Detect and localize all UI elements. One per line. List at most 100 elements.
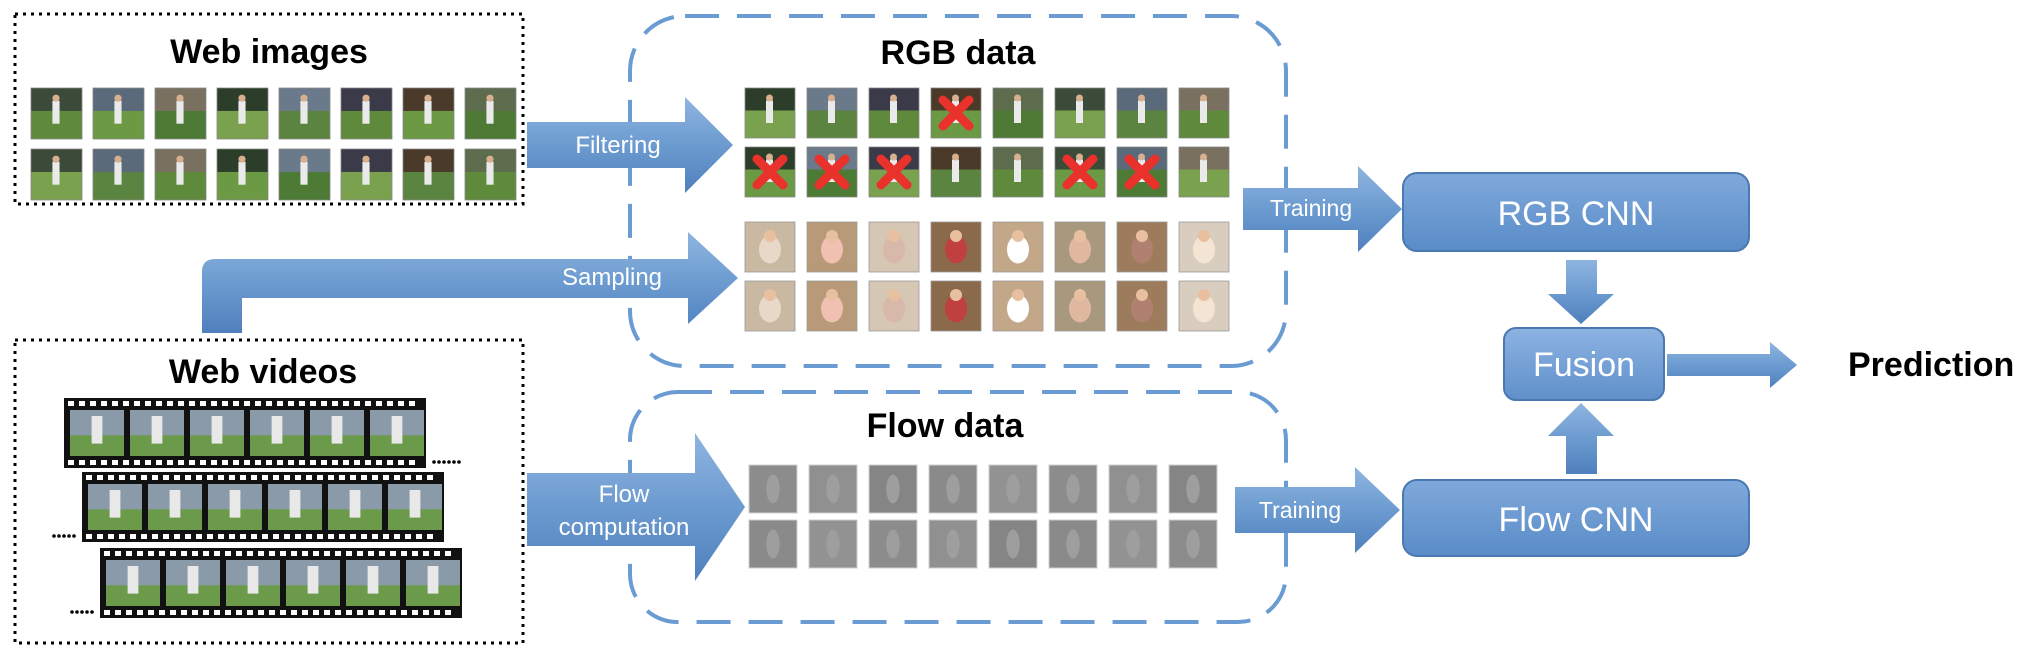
video-frame-thumbnail: [1116, 280, 1168, 332]
web-image-thumbnail: [278, 148, 331, 201]
web-image-thumbnail: [464, 148, 517, 201]
rgb-image-thumbnail: [992, 87, 1044, 139]
rgb-image-thumbnail: [992, 146, 1044, 198]
reject-x-icon: [876, 154, 912, 190]
flow-image-tile: [988, 464, 1038, 514]
rgb-to-fusion-arrow: [1548, 260, 1614, 324]
video-frame-thumbnail: [1178, 221, 1230, 273]
flow-image-tile: [748, 464, 798, 514]
rejected-image-marks: [752, 95, 1160, 190]
flow-image-tile: [1048, 464, 1098, 514]
web-image-thumbnail: [340, 87, 393, 140]
flow-image-tile: [928, 519, 978, 569]
flow-image-tile: [808, 464, 858, 514]
flow-image-tile: [868, 464, 918, 514]
sampling-arrow: Sampling: [202, 232, 738, 333]
video-frame-thumbnail: [744, 221, 796, 273]
video-frame-thumbnail: [930, 280, 982, 332]
rgb-data-title: RGB data: [881, 34, 1037, 72]
flow-computation-arrow: Flow computation: [527, 433, 745, 581]
fusion-label: Fusion: [1533, 346, 1635, 384]
rgb-image-thumbnail: [806, 87, 858, 139]
training-flow-label: Training: [1259, 497, 1341, 523]
video-frame-thumbnail: [1116, 221, 1168, 273]
video-frame-thumbnail: [744, 280, 796, 332]
prediction-label: Prediction: [1848, 346, 2014, 384]
flow-image-tile: [1168, 464, 1218, 514]
video-frame-thumbnail: [992, 280, 1044, 332]
rgb-image-thumbnail: [744, 87, 796, 139]
web-image-thumbnail: [216, 87, 269, 140]
web-image-thumbnail: [216, 148, 269, 201]
flow-image-tile: [1168, 519, 1218, 569]
flow-image-tile: [1048, 519, 1098, 569]
flow-to-fusion-arrow: [1548, 403, 1614, 474]
rgb-image-thumbnail: [868, 87, 920, 139]
prediction-arrow: [1667, 342, 1797, 388]
flow-image-tile: [868, 519, 918, 569]
reject-x-icon: [1062, 154, 1098, 190]
filtering-label: Filtering: [575, 132, 660, 159]
video-film-strips: [52, 398, 462, 618]
web-image-thumbnail: [464, 87, 517, 140]
web-image-thumbnail: [30, 87, 83, 140]
rgb-image-thumbnail: [1178, 146, 1230, 198]
web-image-thumbnail: [402, 87, 455, 140]
rgb-cnn-label: RGB CNN: [1498, 195, 1655, 233]
video-frame-thumbnail: [868, 221, 920, 273]
web-image-thumbnail: [154, 87, 207, 140]
video-frame-thumbnail: [1054, 221, 1106, 273]
web-videos-title: Web videos: [169, 353, 357, 391]
web-image-thumbnail: [402, 148, 455, 201]
filtering-arrow: Filtering: [527, 97, 733, 193]
web-image-thumbnail: [278, 87, 331, 140]
flow-data-title: Flow data: [867, 407, 1025, 445]
web-image-thumbnail: [30, 148, 83, 201]
reject-x-icon: [814, 154, 850, 190]
video-frame-thumbnail: [868, 280, 920, 332]
flow-computation-label-line1: Flow: [599, 481, 650, 508]
flow-image-grid: [748, 464, 1218, 569]
flow-data-panel: Flow data: [628, 390, 1288, 624]
training-rgb-label: Training: [1270, 195, 1352, 221]
flow-computation-label-line2: computation: [559, 514, 690, 541]
rgb-cnn-box: RGB CNN: [1402, 172, 1750, 252]
sampling-label: Sampling: [562, 264, 662, 291]
sampled-video-frames: [744, 221, 1230, 332]
training-flow-arrow: Training: [1235, 467, 1400, 553]
rgb-image-thumbnail: [1054, 87, 1106, 139]
video-frame-thumbnail: [1178, 280, 1230, 332]
flow-image-tile: [1108, 519, 1158, 569]
flow-image-tile: [808, 519, 858, 569]
flow-cnn-box: Flow CNN: [1402, 479, 1750, 557]
film-strip: [64, 398, 461, 468]
reject-x-icon: [938, 95, 974, 131]
rgb-image-thumbnail: [930, 146, 982, 198]
web-images-panel: Web images: [13, 12, 525, 206]
web-images-title: Web images: [170, 33, 368, 71]
training-rgb-arrow: Training: [1243, 166, 1402, 252]
film-strip: [70, 548, 462, 618]
reject-x-icon: [1124, 154, 1160, 190]
web-image-thumbnail: [340, 148, 393, 201]
reject-x-icon: [752, 154, 788, 190]
flow-image-tile: [988, 519, 1038, 569]
rgb-image-grid: [744, 87, 1230, 198]
video-frame-thumbnail: [992, 221, 1044, 273]
video-frame-thumbnail: [806, 280, 858, 332]
flow-image-tile: [928, 464, 978, 514]
video-frame-thumbnail: [806, 221, 858, 273]
fusion-box: Fusion: [1503, 327, 1665, 401]
flow-image-tile: [1108, 464, 1158, 514]
web-image-thumbnail: [154, 148, 207, 201]
film-strip: [52, 472, 444, 542]
web-image-thumbnail: [92, 87, 145, 140]
web-videos-panel: Web videos: [13, 338, 525, 645]
video-frame-thumbnail: [930, 221, 982, 273]
rgb-image-thumbnail: [1178, 87, 1230, 139]
rgb-data-panel: RGB data: [628, 14, 1288, 368]
web-image-thumbnails: [30, 87, 517, 201]
flow-image-tile: [748, 519, 798, 569]
flow-cnn-label: Flow CNN: [1499, 501, 1654, 539]
web-image-thumbnail: [92, 148, 145, 201]
